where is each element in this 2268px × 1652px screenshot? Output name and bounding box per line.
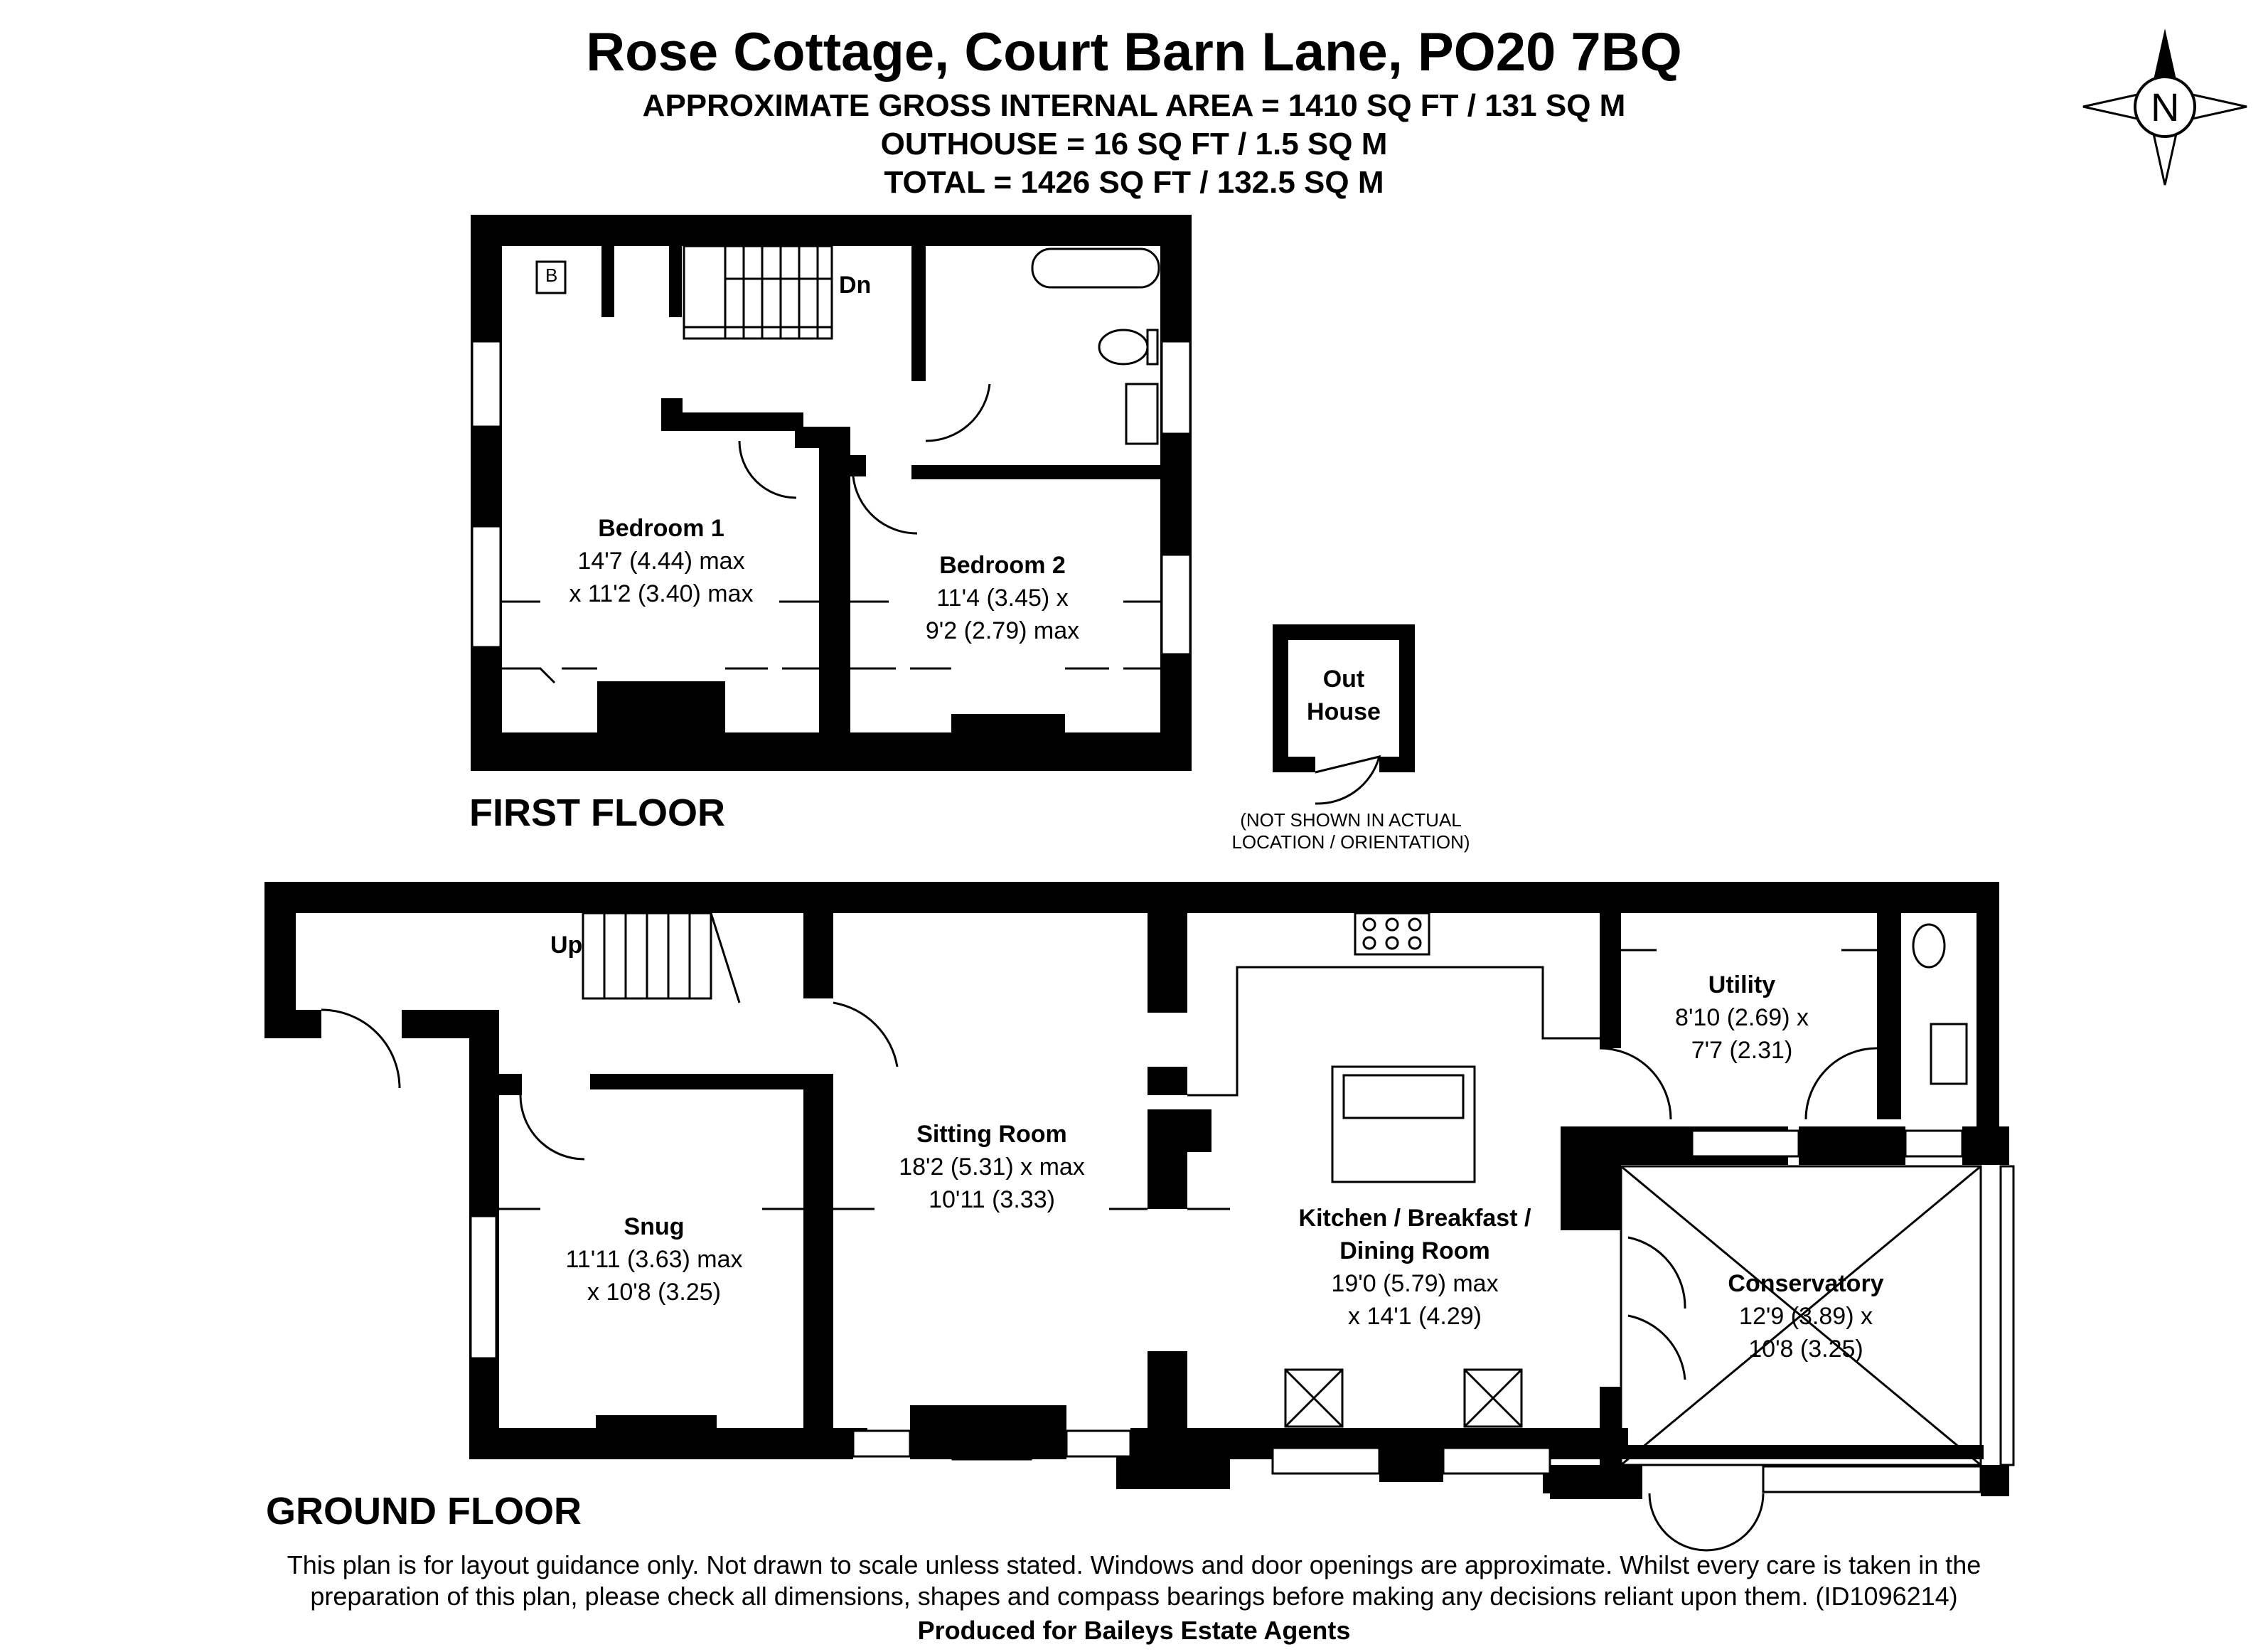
first-floor-fixtures [502,245,1160,684]
snug-dim1: 11'11 (3.63) max [565,1246,743,1273]
sitting-room-label: Sitting Room 18'2 (5.31) x max 10'11 (3.… [874,1118,1109,1216]
conservatory-name: Conservatory [1728,1270,1884,1297]
snug-dim2: x 10'8 (3.25) [587,1279,721,1306]
bedroom2-name: Bedroom 2 [939,552,1066,579]
dimension-arrows [499,600,1877,1210]
first-floor-plan [471,215,1192,771]
bedroom2-label: Bedroom 2 11'4 (3.45) x 9'2 (2.79) max [889,549,1116,647]
outhouse-name1: Out [1322,666,1365,693]
total-area-text: TOTAL = 1426 SQ FT / 132.5 SQ M [884,165,1384,200]
boiler-mark: B [545,265,558,286]
kitchen-label: Kitchen / Breakfast / Dining Room 19'0 (… [1273,1202,1557,1333]
disclaimer-line1: This plan is for layout guidance only. N… [287,1550,1981,1579]
utility-name: Utility [1708,971,1776,998]
sitting-room-name: Sitting Room [916,1121,1067,1148]
outhouse-name2: House [1307,698,1381,725]
outhouse-door [1315,755,1381,805]
utility-label: Utility 8'10 (2.69) x 7'7 (2.31) [1635,969,1849,1067]
utility-dim1: 8'10 (2.69) x [1675,1004,1809,1031]
conservatory-label: Conservatory 12'9 (3.89) x 10'8 (3.25) [1699,1267,1913,1365]
snug-label: Snug 11'11 (3.63) max x 10'8 (3.25) [547,1210,761,1309]
outhouse-plan [1273,624,1415,772]
property-title: Rose Cottage, Court Barn Lane, PO20 7BQ [586,22,1682,82]
kitchen-name2: Dining Room [1339,1237,1490,1264]
bedroom1-dim2: x 11'2 (3.40) max [569,580,754,607]
outhouse-area-text: OUTHOUSE = 16 SQ FT / 1.5 SQ M [880,127,1388,161]
bedroom1-name: Bedroom 1 [598,515,724,542]
kitchen-name1: Kitchen / Breakfast / [1298,1205,1531,1232]
stairs-up-mark: Up [550,932,583,959]
disclaimer-line2: preparation of this plan, please check a… [310,1582,1958,1611]
conservatory-dim1: 12'9 (3.89) x [1739,1303,1873,1330]
first-floor-label: FIRST FLOOR [469,792,725,834]
ground-floor-windows [469,1129,2015,1493]
sitting-room-dim2: 10'11 (3.33) [929,1186,1055,1213]
bedroom2-dim1: 11'4 (3.45) x [936,585,1069,612]
outhouse-note: (NOT SHOWN IN ACTUAL LOCATION / ORIENTAT… [1209,809,1493,853]
bedroom2-dim2: 9'2 (2.79) max [925,617,1080,644]
snug-name: Snug [624,1213,685,1240]
gross-area-text: APPROXIMATE GROSS INTERNAL AREA = 1410 S… [642,88,1626,123]
outhouse-note-line1: (NOT SHOWN IN ACTUAL [1240,809,1462,831]
stairs-down-mark: Dn [839,272,872,299]
first-floor-windows [471,340,1192,656]
outhouse-label: Out House [1287,663,1401,728]
conservatory-dim2: 10'8 (3.25) [1748,1336,1863,1363]
kitchen-dim1: 19'0 (5.79) max [1331,1270,1499,1297]
produced-for-text: Produced for Baileys Estate Agents [917,1616,1351,1645]
bedroom1-label: Bedroom 1 14'7 (4.44) max x 11'2 (3.40) … [547,512,775,610]
compass-north-letter: N [2151,85,2180,129]
ground-floor-label: GROUND FLOOR [266,1490,582,1533]
outhouse-note-line2: LOCATION / ORIENTATION) [1231,831,1470,853]
kitchen-dim2: x 14'1 (4.29) [1348,1303,1482,1330]
ground-floor-plan [264,882,2009,1499]
utility-dim2: 7'7 (2.31) [1691,1037,1793,1064]
bedroom1-dim1: 14'7 (4.44) max [577,548,745,575]
compass-rose [2082,28,2247,186]
ground-floor-fixtures [321,912,1982,1552]
sitting-room-dim1: 18'2 (5.31) x max [899,1153,1085,1181]
